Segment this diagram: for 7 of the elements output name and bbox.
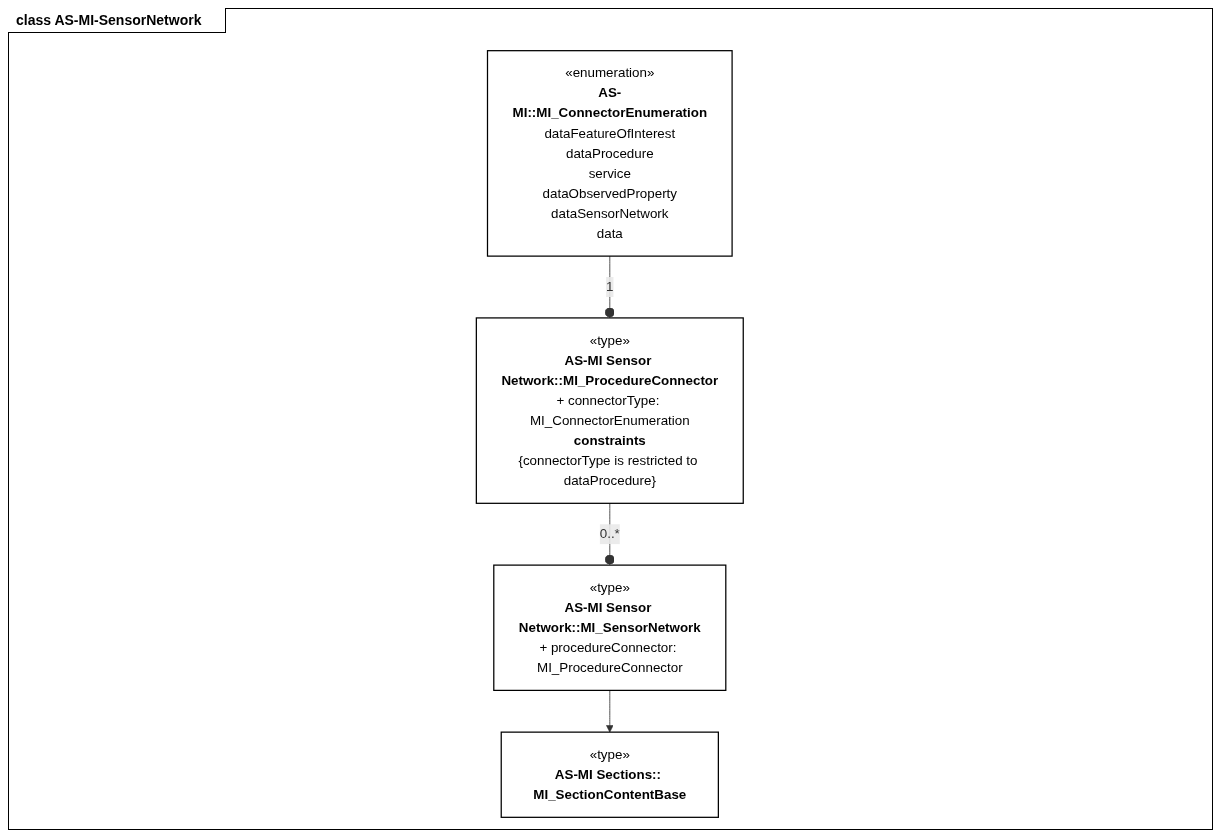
edge-label: 0..* <box>599 526 621 541</box>
edge-label: 1 <box>606 279 614 294</box>
frame-title: class AS-MI-SensorNetwork <box>8 8 227 33</box>
node-box: «enumeration» AS-MI::MI_ConnectorEnumeration dataFeatureOfInterest dataProcedure service dataObservedProperty dataSensorNetwork data <box>487 50 733 257</box>
node-box: «type» AS-MI Sensor Network::MI_ProcedureConnector + connectorType: MI_ConnectorEnumeration constraints {connectorType is restricted to dataProcedure} <box>475 317 745 504</box>
node-box: «type» AS-MI Sections:: MI_SectionContentBase <box>500 731 720 818</box>
node-box: «type» AS-MI Sensor Network::MI_SensorNetwork + procedureConnector: MI_ProcedureConnector <box>493 564 727 691</box>
